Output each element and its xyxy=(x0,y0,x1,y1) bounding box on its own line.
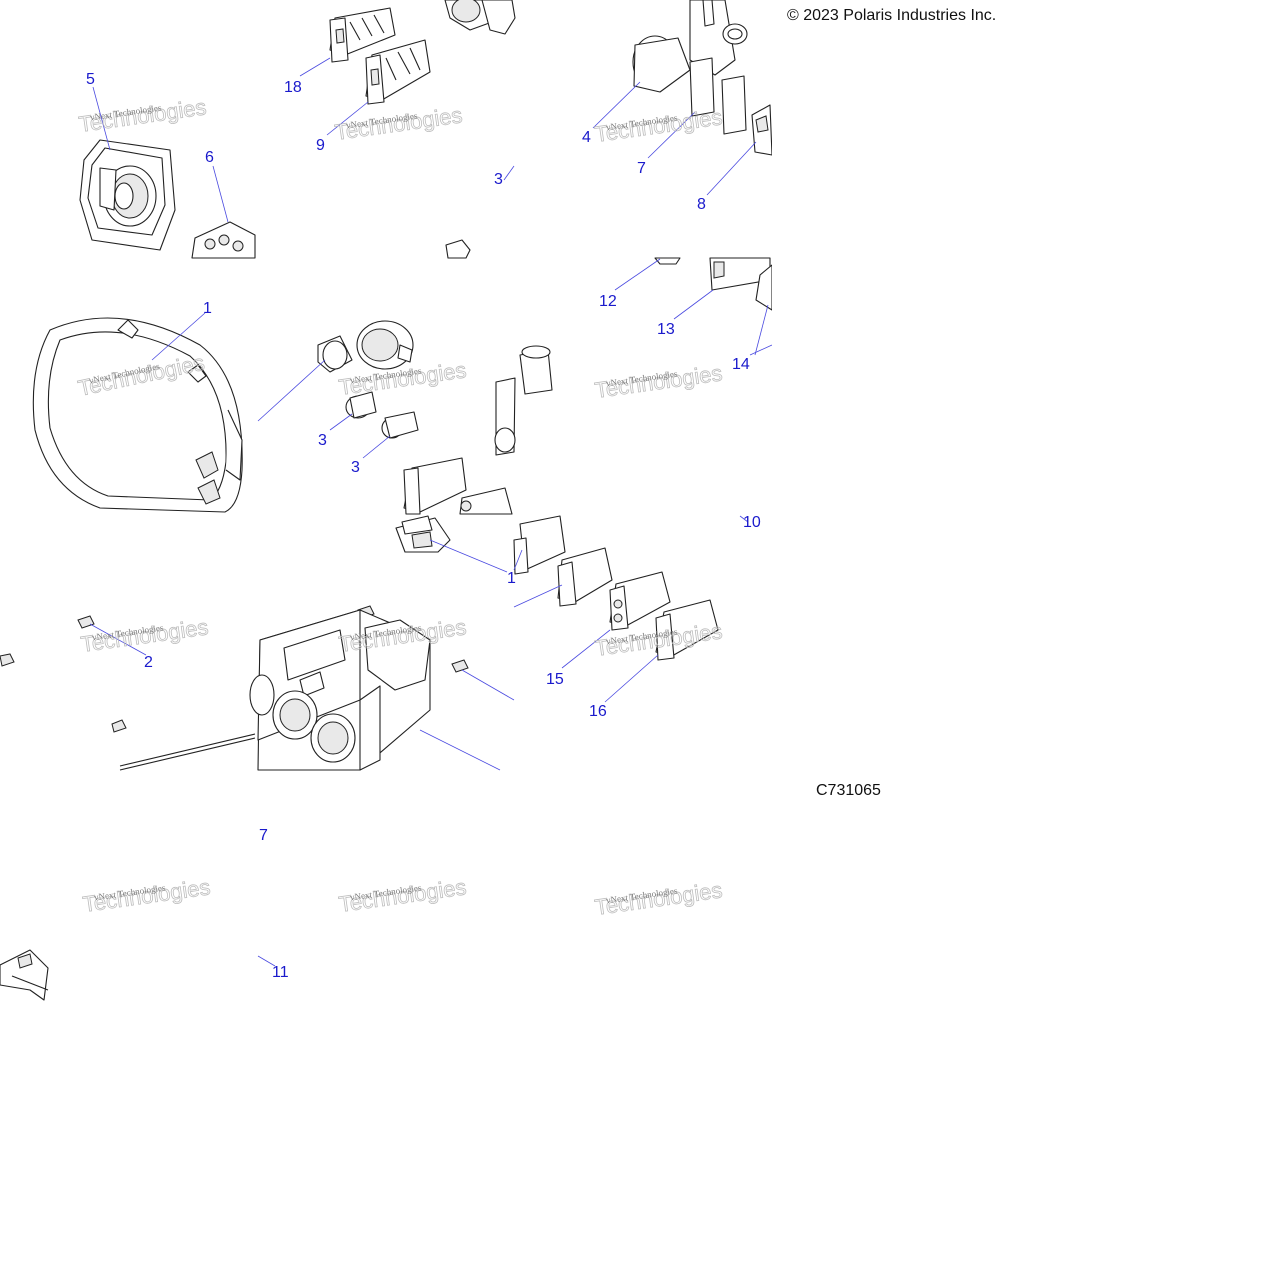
callout-11: 11 xyxy=(272,964,289,981)
part-screws xyxy=(0,605,469,771)
part-climate-control xyxy=(249,609,431,771)
callout-13: 13 xyxy=(657,321,675,338)
callout-1-mid: 1 xyxy=(507,570,516,587)
callout-3-top: 3 xyxy=(494,171,503,188)
part-switch-row xyxy=(513,515,719,661)
callout-14: 14 xyxy=(732,356,750,373)
callout-12: 12 xyxy=(599,293,617,310)
watermark-12: Technologies vNext Technologies xyxy=(593,877,724,920)
watermark-2: Technologies vNext Technologies xyxy=(333,102,464,145)
callout-5: 5 xyxy=(86,71,95,88)
callout-15: 15 xyxy=(546,671,564,688)
callout-2: 2 xyxy=(144,654,153,671)
callout-10: 10 xyxy=(743,514,761,531)
part-right-mid xyxy=(654,257,773,311)
watermark-3: Technologies vNext Technologies xyxy=(593,104,724,147)
watermark-10: Technologies vNext Technologies xyxy=(81,874,212,917)
callout-numbers: 5 18 9 6 3 4 7 8 1 12 13 14 3 3 10 1 2 1… xyxy=(86,71,761,981)
part-button-3b xyxy=(381,411,419,439)
callout-3-mid-b: 3 xyxy=(351,459,360,476)
watermark-11: Technologies vNext Technologies xyxy=(337,874,468,917)
callout-7-bottom: 7 xyxy=(259,827,268,844)
watermark-7: Technologies vNext Technologies xyxy=(79,614,210,657)
watermark-6: Technologies vNext Technologies xyxy=(593,360,724,403)
callout-1-top: 1 xyxy=(203,300,212,317)
leader-lines xyxy=(89,57,773,967)
callout-6: 6 xyxy=(205,149,214,166)
parts-line-art xyxy=(0,0,773,1001)
part-key-cards xyxy=(689,57,747,135)
callout-18: 18 xyxy=(284,79,302,96)
part-ignition-bezel xyxy=(79,139,176,251)
part-ignition-switch xyxy=(317,320,414,373)
part-small-cap xyxy=(445,239,471,259)
part-rocker-18 xyxy=(329,7,396,63)
callout-4: 4 xyxy=(582,129,591,146)
part-center-switches xyxy=(403,345,553,515)
callout-9: 9 xyxy=(316,137,325,154)
part-rocker-9 xyxy=(365,39,431,105)
part-top-knobs xyxy=(444,0,516,35)
part-key-switch xyxy=(632,0,748,93)
part-cluster-bezel xyxy=(32,317,243,513)
drawing-number: C731065 xyxy=(816,782,881,799)
part-key-cap xyxy=(751,104,773,156)
callout-16: 16 xyxy=(589,703,607,720)
copyright-notice: © 2023 Polaris Industries Inc. xyxy=(787,7,997,24)
part-small-switch xyxy=(191,221,256,259)
callout-7-top: 7 xyxy=(637,160,646,177)
part-button-3a xyxy=(345,391,377,419)
part-bracket xyxy=(0,949,49,1001)
callout-3-mid-a: 3 xyxy=(318,432,327,449)
callout-8: 8 xyxy=(697,196,706,213)
part-connector xyxy=(395,515,451,553)
